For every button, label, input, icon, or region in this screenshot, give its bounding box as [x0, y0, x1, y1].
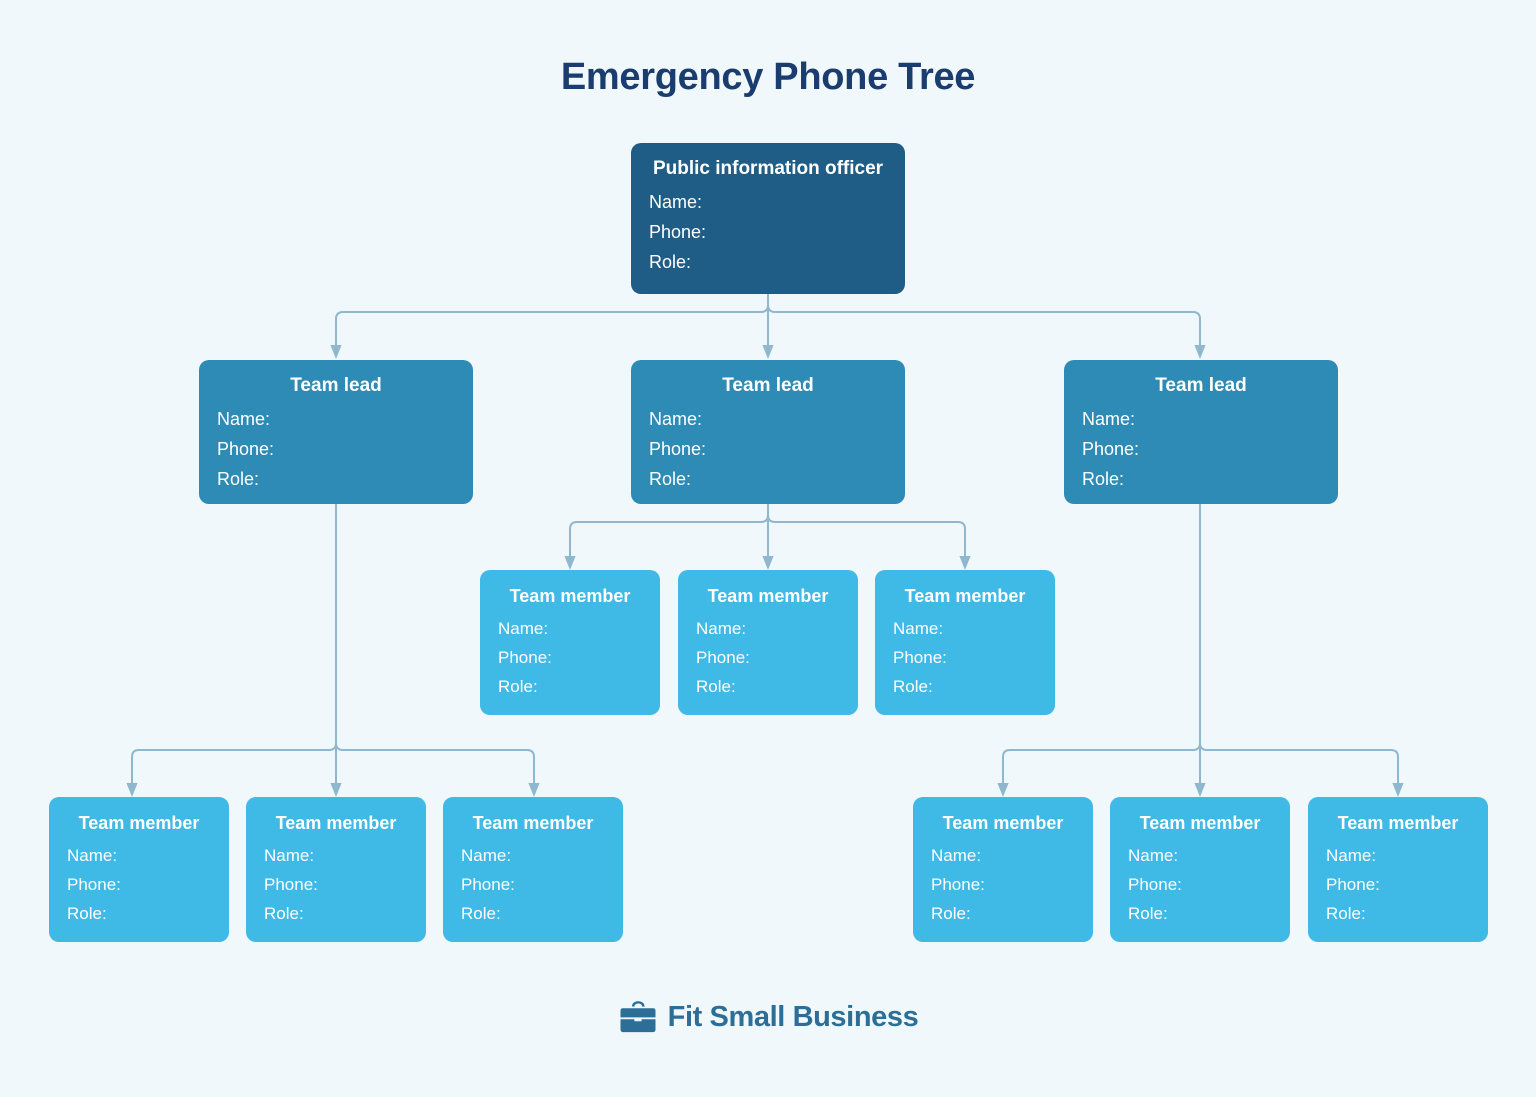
node-field-name: Name:: [1128, 846, 1179, 865]
node-team-member-mid-1[interactable]: Team member Name: Phone: Role:: [480, 570, 660, 715]
node-field-role: Role:: [696, 677, 736, 696]
node-field-role: Role:: [1082, 469, 1125, 489]
node-team-member-mid-2[interactable]: Team member Name: Phone: Role:: [678, 570, 858, 715]
node-field-role: Role:: [67, 904, 107, 923]
node-title: Team lead: [722, 375, 814, 396]
node-title: Team lead: [1155, 375, 1247, 396]
node-title: Team member: [275, 813, 397, 833]
node-title: Team lead: [290, 375, 382, 396]
node-title: Team member: [942, 813, 1064, 833]
connector-lead-left-to-member-1: [126, 504, 337, 797]
node-team-member-mid-3[interactable]: Team member Name: Phone: Role:: [875, 570, 1055, 715]
connector-lead-middle-to-member-3: [767, 504, 971, 570]
node-title: Team member: [78, 813, 200, 833]
node-team-member-left-2[interactable]: Team member Name: Phone: Role:: [246, 797, 426, 942]
node-field-name: Name:: [893, 619, 944, 638]
node-title: Public information officer: [652, 158, 884, 179]
node-team-member-left-3[interactable]: Team member Name: Phone: Role:: [443, 797, 623, 942]
node-field-phone: Phone:: [1326, 875, 1380, 894]
node-field-name: Name:: [461, 846, 512, 865]
node-field-role: Role:: [1326, 904, 1366, 923]
node-field-name: Name:: [264, 846, 315, 865]
node-title: Team member: [904, 586, 1026, 606]
footer-brand: Fit Small Business: [0, 1000, 1536, 1034]
node-field-name: Name:: [649, 192, 703, 212]
node-field-role: Role:: [649, 252, 692, 272]
node-field-role: Role:: [649, 469, 692, 489]
node-title: Team member: [1139, 813, 1261, 833]
brand-name: Fit Small Business: [667, 1000, 919, 1033]
node-field-phone: Phone:: [1128, 875, 1182, 894]
connector-root-to-lead-right: [767, 293, 1206, 359]
node-title: Team member: [1337, 813, 1459, 833]
node-team-member-right-3[interactable]: Team member Name: Phone: Role:: [1308, 797, 1488, 942]
node-field-role: Role:: [893, 677, 933, 696]
node-field-name: Name:: [649, 409, 703, 429]
connector-lead-right-to-member-3: [1199, 504, 1404, 797]
node-field-phone: Phone:: [893, 648, 947, 667]
node-public-information-officer[interactable]: Public information officer Name: Phone: …: [631, 143, 905, 294]
node-team-lead-2[interactable]: Team lead Name: Phone: Role:: [631, 360, 905, 504]
node-team-member-right-1[interactable]: Team member Name: Phone: Role:: [913, 797, 1093, 942]
node-field-name: Name:: [1326, 846, 1377, 865]
node-title: Team member: [472, 813, 594, 833]
connector-lead-middle-to-member-1: [564, 504, 769, 570]
node-field-phone: Phone:: [67, 875, 121, 894]
node-title: Team member: [707, 586, 829, 606]
page-title: Emergency Phone Tree: [560, 56, 976, 98]
node-field-name: Name:: [1082, 409, 1136, 429]
node-field-role: Role:: [217, 469, 260, 489]
node-field-phone: Phone:: [1082, 439, 1140, 459]
node-title: Team member: [509, 586, 631, 606]
node-team-lead-3[interactable]: Team lead Name: Phone: Role:: [1064, 360, 1338, 504]
node-field-phone: Phone:: [264, 875, 318, 894]
node-field-role: Role:: [1128, 904, 1168, 923]
node-field-name: Name:: [696, 619, 747, 638]
briefcase-icon: [618, 1000, 658, 1034]
node-field-role: Role:: [264, 904, 304, 923]
node-field-name: Name:: [931, 846, 982, 865]
node-field-name: Name:: [67, 846, 118, 865]
node-field-name: Name:: [498, 619, 549, 638]
node-field-role: Role:: [461, 904, 501, 923]
node-field-phone: Phone:: [461, 875, 515, 894]
node-team-lead-1[interactable]: Team lead Name: Phone: Role:: [199, 360, 473, 504]
node-field-phone: Phone:: [217, 439, 275, 459]
node-field-role: Role:: [931, 904, 971, 923]
node-field-phone: Phone:: [696, 648, 750, 667]
node-field-phone: Phone:: [649, 222, 707, 242]
node-field-phone: Phone:: [649, 439, 707, 459]
node-field-role: Role:: [498, 677, 538, 696]
node-team-member-left-1[interactable]: Team member Name: Phone: Role:: [49, 797, 229, 942]
node-field-phone: Phone:: [931, 875, 985, 894]
node-team-member-right-2[interactable]: Team member Name: Phone: Role:: [1110, 797, 1290, 942]
node-field-phone: Phone:: [498, 648, 552, 667]
node-field-name: Name:: [217, 409, 271, 429]
connector-root-to-lead-left: [330, 293, 769, 359]
